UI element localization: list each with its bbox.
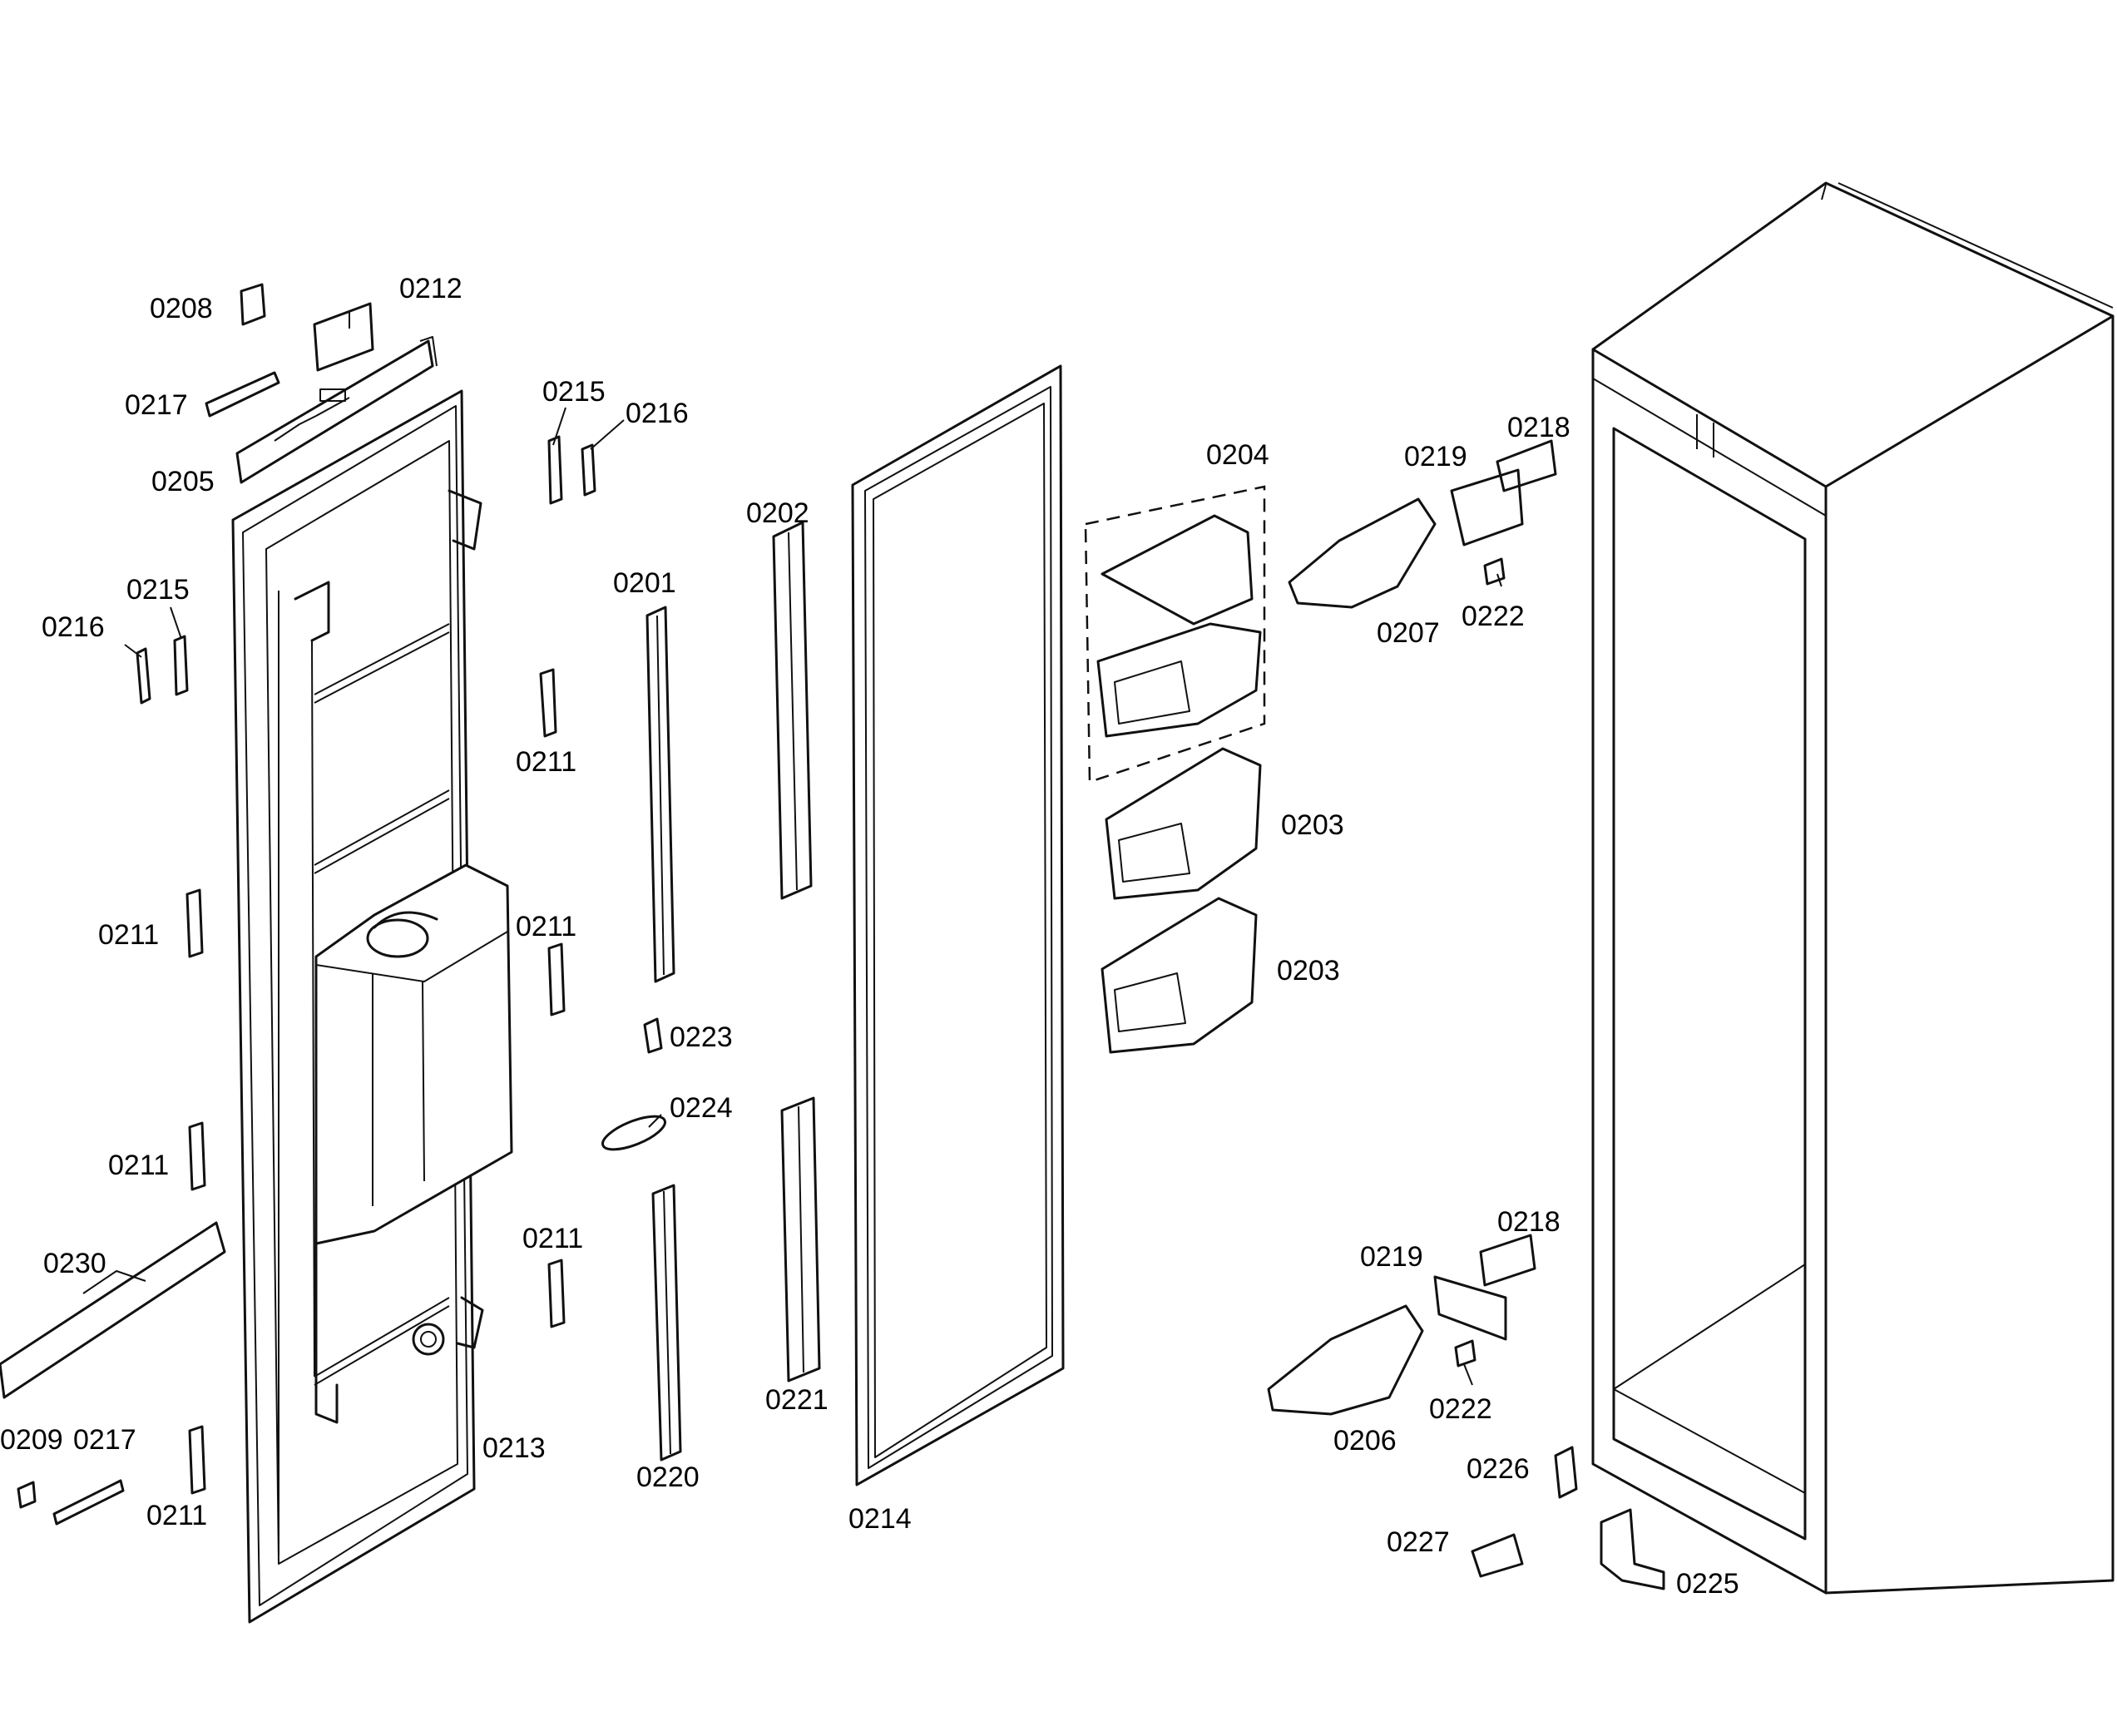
leader-lines <box>124 407 1502 1386</box>
callout-0226: 0226 <box>1467 1453 1530 1485</box>
callout-0215: 0215 <box>542 376 606 408</box>
callout-0218: 0218 <box>1507 412 1570 443</box>
cabinet <box>1591 181 2115 1595</box>
bottom-hardware <box>1471 1446 1665 1590</box>
callout-0219: 0219 <box>1360 1241 1423 1273</box>
callout-0214: 0214 <box>848 1503 912 1535</box>
callout-0209: 0209 <box>0 1424 63 1456</box>
hinges-right <box>1267 439 1557 1416</box>
hinge-pins-left <box>0 435 596 1526</box>
callout-0216: 0216 <box>626 398 689 429</box>
callout-0211: 0211 <box>522 1223 583 1254</box>
callout-0217: 0217 <box>73 1424 136 1456</box>
callout-0211: 0211 <box>98 919 159 951</box>
callout-0220: 0220 <box>636 1462 700 1493</box>
callout-0207: 0207 <box>1377 617 1440 649</box>
callout-0227: 0227 <box>1387 1526 1450 1558</box>
callout-0222: 0222 <box>1429 1393 1492 1425</box>
callout-0218: 0218 <box>1497 1206 1561 1238</box>
callout-0205: 0205 <box>151 466 215 497</box>
callout-0222: 0222 <box>1462 601 1525 632</box>
callout-0202: 0202 <box>746 497 809 529</box>
callout-0201: 0201 <box>613 567 676 599</box>
callout-0219: 0219 <box>1404 441 1467 472</box>
callout-labels: 0208 0212 0217 0205 0215 0216 0215 0216 … <box>0 273 1739 1600</box>
callout-0225: 0225 <box>1676 1568 1739 1600</box>
door-gasket <box>851 364 1065 1486</box>
top-trim-parts <box>205 283 438 484</box>
door-panel <box>231 389 513 1624</box>
vertical-trims <box>601 521 821 1462</box>
callout-0211: 0211 <box>108 1150 169 1181</box>
callout-0213: 0213 <box>482 1432 546 1464</box>
callout-0217: 0217 <box>125 389 188 421</box>
callout-0211: 0211 <box>516 746 576 778</box>
callout-0221: 0221 <box>765 1384 828 1416</box>
callout-0230: 0230 <box>43 1248 106 1279</box>
callout-0223: 0223 <box>670 1021 733 1053</box>
callout-0203: 0203 <box>1281 809 1344 841</box>
callout-0204: 0204 <box>1206 439 1269 471</box>
callout-0224: 0224 <box>670 1092 733 1124</box>
callout-0203: 0203 <box>1277 955 1340 987</box>
door-bins <box>1084 485 1266 1054</box>
callout-0215: 0215 <box>126 574 190 606</box>
callout-0211: 0211 <box>516 911 576 942</box>
callout-0212: 0212 <box>399 273 462 304</box>
callout-0206: 0206 <box>1333 1425 1397 1457</box>
callout-0216: 0216 <box>42 611 105 643</box>
callout-0208: 0208 <box>150 293 213 324</box>
callout-0211: 0211 <box>146 1500 207 1531</box>
